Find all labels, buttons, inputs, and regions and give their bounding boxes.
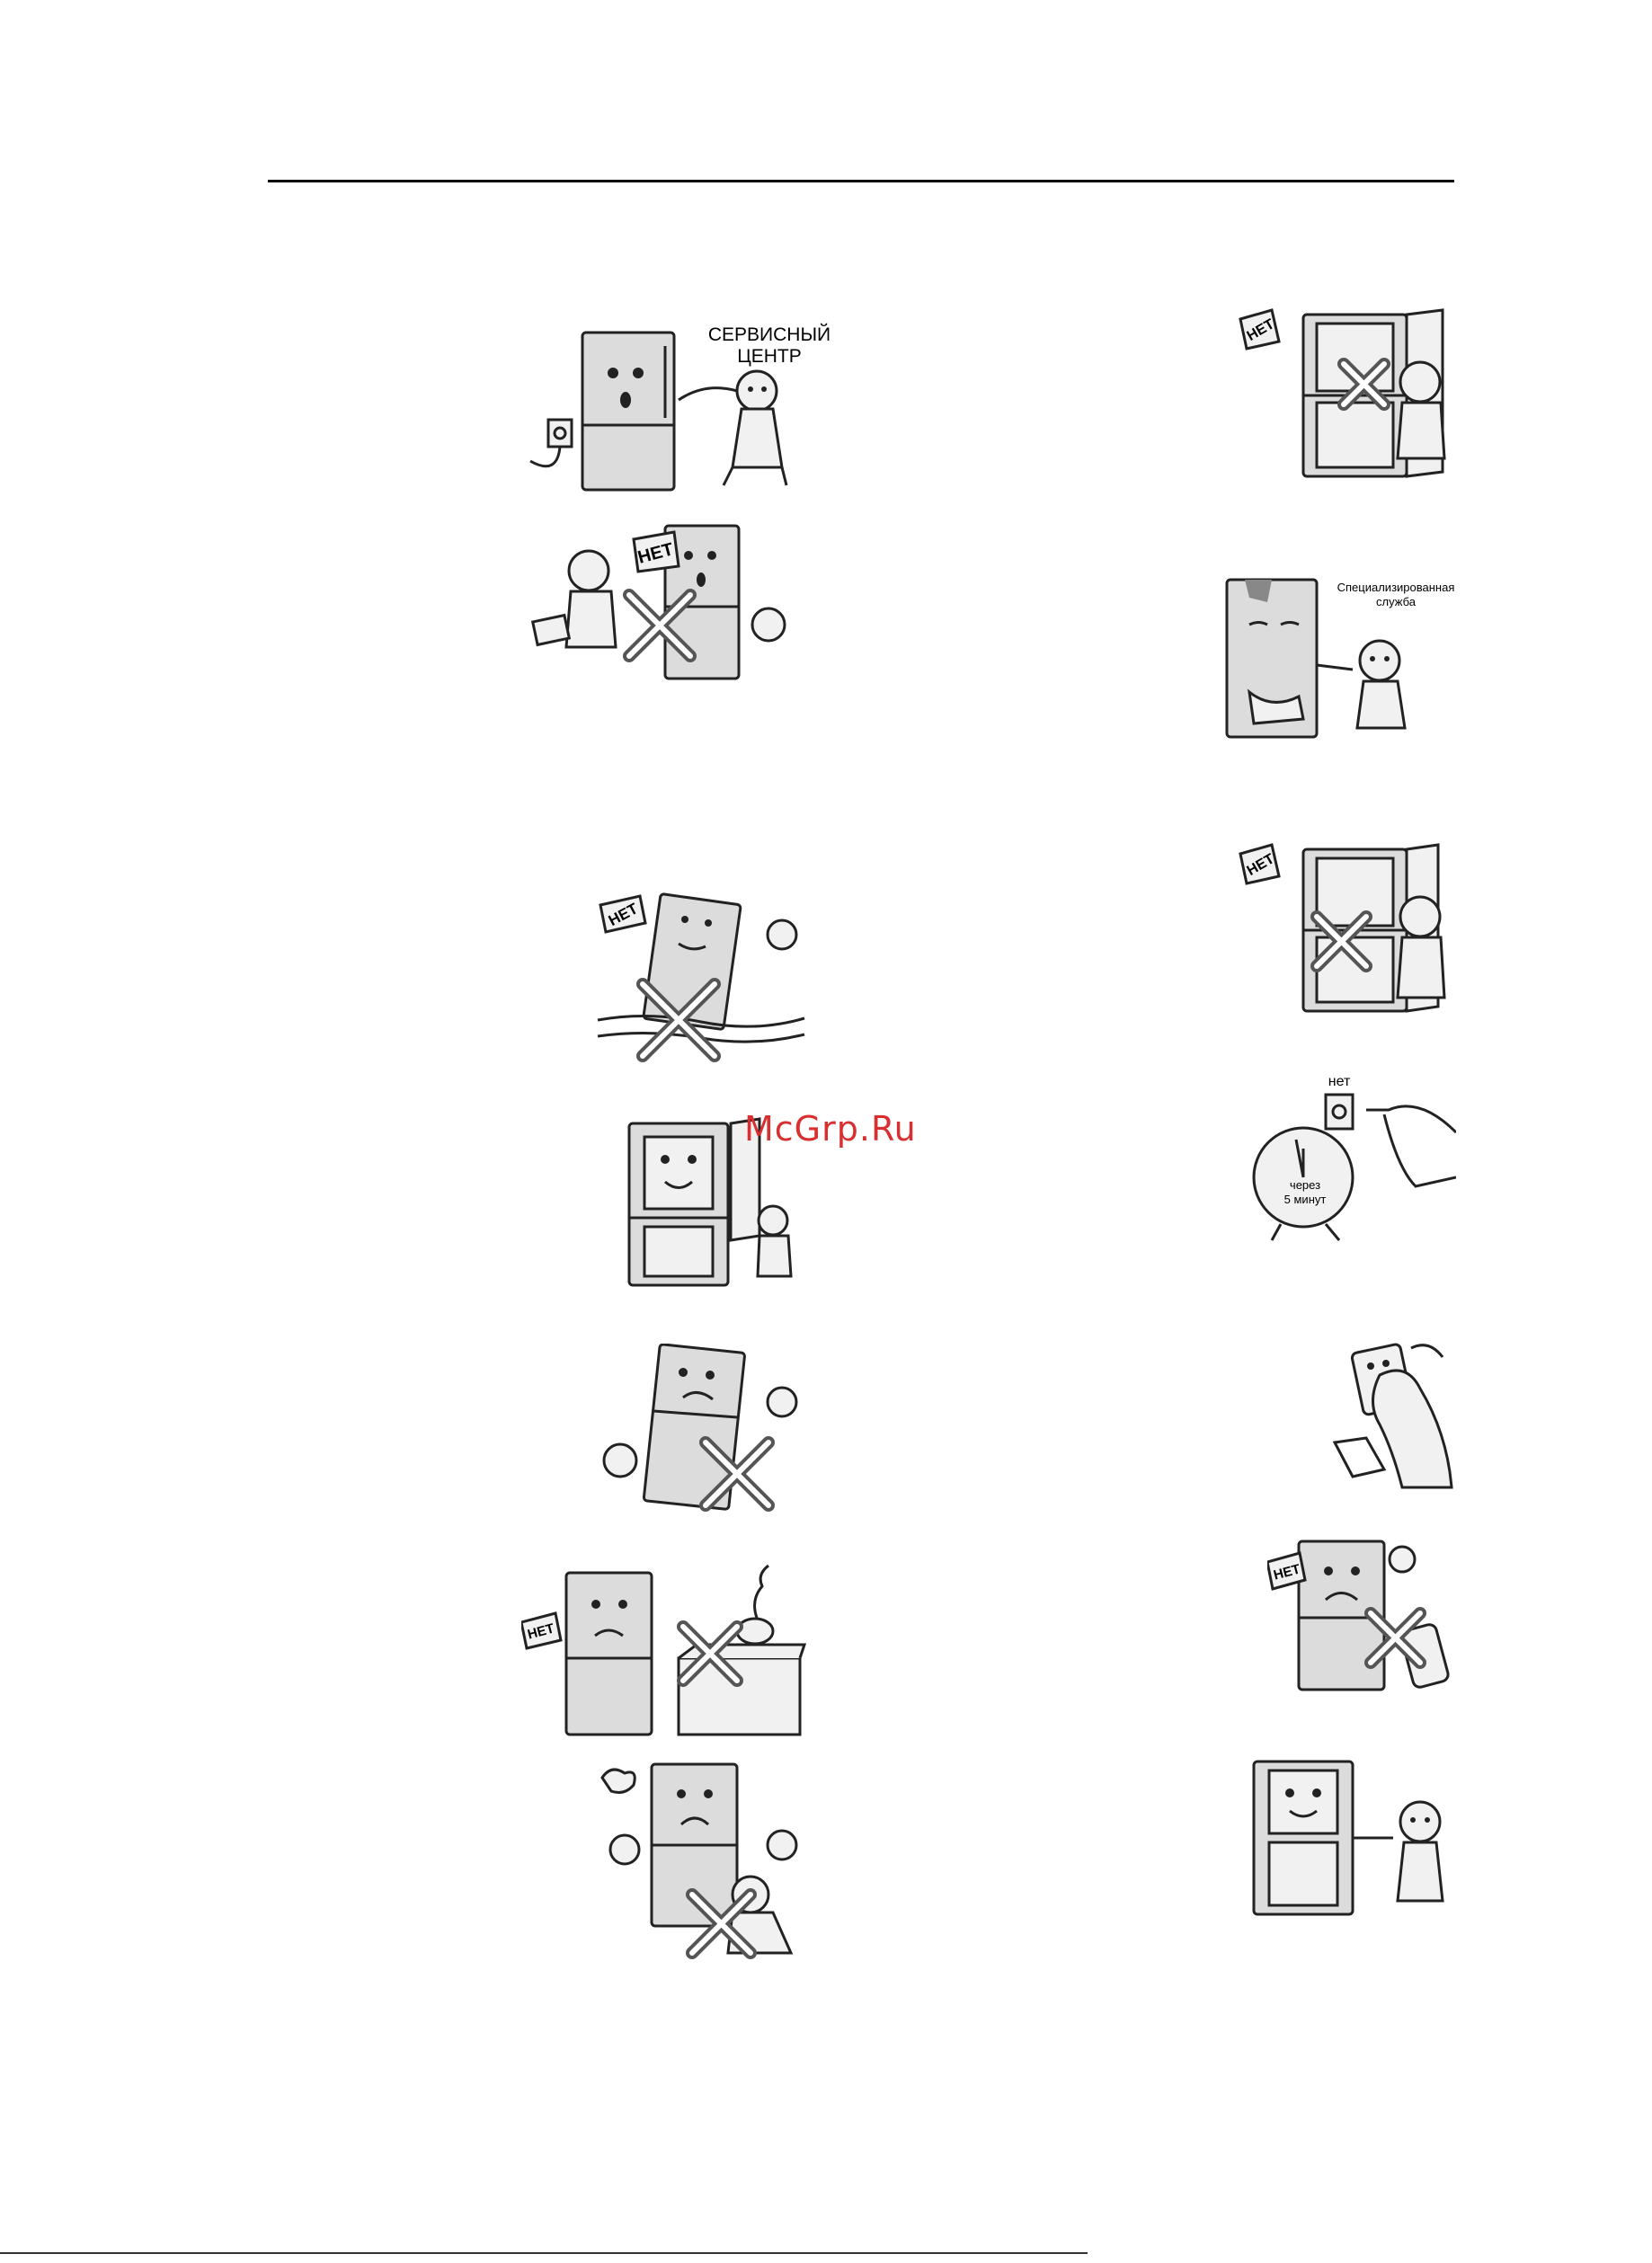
wait-five-minutes-top-label: нет — [1328, 1074, 1351, 1089]
illustration-child-fridge — [1249, 1757, 1456, 1919]
illustration-no-fumes — [598, 1760, 809, 1962]
illustration-no-water-floor: НЕТ — [593, 876, 809, 1065]
footer-rule — [0, 2252, 1088, 2254]
service-center-label-line1: СЕРВИСНЫЙ — [708, 324, 830, 345]
illustration-no-hang-door-top: НЕТ — [1227, 297, 1452, 481]
specialized-service-label-line1: Специализированная — [1337, 581, 1455, 594]
illustration-wait-five-minutes: нет через 5 минут — [1240, 1069, 1456, 1249]
illustration-no-heat-source: НЕТ — [521, 1564, 809, 1739]
specialized-service-label-line2: служба — [1376, 595, 1417, 608]
illustration-no-tilt — [598, 1344, 804, 1514]
wait-five-minutes-clock-line1: через — [1290, 1178, 1320, 1192]
illustration-hand-unplug — [1330, 1335, 1456, 1492]
illustration-specialized-service: Специализированная служба — [1218, 575, 1456, 746]
illustration-no-self-repair: НЕТ — [512, 521, 809, 692]
watermark: McGrp.Ru — [744, 1109, 917, 1149]
illustration-no-spray: НЕТ — [1267, 1537, 1456, 1694]
illustration-service-center: СЕРВИСНЫЙ ЦЕНТР — [512, 319, 854, 494]
wait-five-minutes-clock-line2: 5 минут — [1284, 1193, 1327, 1206]
service-center-label-line2: ЦЕНТР — [737, 346, 802, 367]
header-rule — [268, 180, 1454, 182]
illustration-no-hang-door-mid: НЕТ — [1227, 831, 1452, 1020]
